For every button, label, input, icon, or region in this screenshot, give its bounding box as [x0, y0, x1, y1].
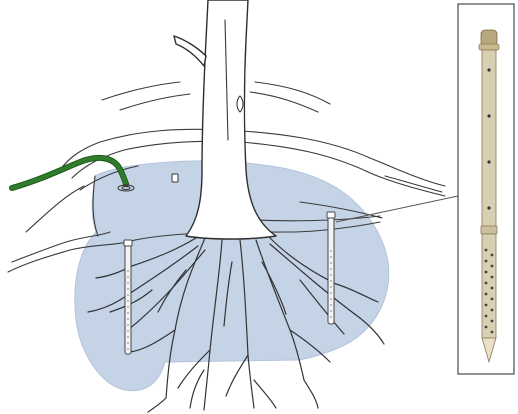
probe-hole — [491, 265, 494, 268]
probe-hole — [491, 309, 494, 312]
probe-cap-small — [172, 174, 178, 182]
probe-hole — [491, 254, 494, 257]
probe-left — [124, 240, 132, 354]
probe-hole — [491, 276, 494, 279]
probe-hole — [485, 326, 488, 329]
probe-hole — [485, 304, 488, 307]
probe-hole — [487, 114, 490, 117]
probe-hole — [491, 298, 494, 301]
probe-hole — [491, 331, 494, 334]
probe-hole — [487, 160, 490, 163]
probe-hole — [485, 271, 488, 274]
probe-right — [327, 212, 335, 324]
branch-stub — [174, 36, 206, 66]
probe-hole — [485, 315, 488, 318]
probe-hole — [491, 287, 494, 290]
probe-hole — [487, 68, 490, 71]
probe-hole — [485, 293, 488, 296]
probe-hole — [485, 282, 488, 285]
probe-hole — [485, 249, 488, 252]
probe-hole — [485, 260, 488, 263]
probe-hole — [487, 206, 490, 209]
probe-hole — [491, 320, 494, 323]
irrigation-probe-icon — [479, 30, 499, 362]
